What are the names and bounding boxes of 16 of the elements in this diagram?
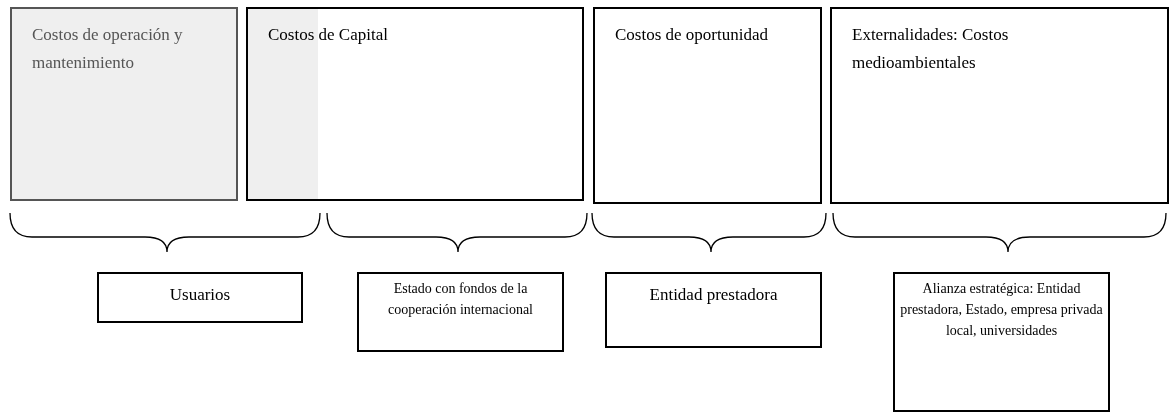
stakeholder-box	[357, 272, 564, 352]
box-heading: Costos de Capital	[268, 24, 389, 46]
box-text: Estado con fondos de la cooperación internacional	[387, 280, 534, 319]
cost-box	[830, 7, 1169, 204]
box-heading: Costos de oportunidad	[615, 24, 769, 46]
stakeholder-box	[97, 272, 303, 323]
cost-box	[10, 7, 238, 201]
stakeholder-box	[893, 272, 1110, 412]
cost-box	[246, 7, 584, 201]
box-heading: Costos de operación y mantenimiento	[32, 24, 184, 74]
box-heading: Externalidades: Costos medioambientales	[852, 24, 1010, 74]
stakeholder-box	[605, 272, 822, 348]
box-text: Usuarios	[168, 284, 232, 306]
cost-box	[593, 7, 822, 204]
box-text: Entidad prestadora	[648, 284, 779, 306]
box-text: Alianza estratégica: Entidad prestadora, Estado, empresa privada local, universidades	[899, 280, 1104, 340]
